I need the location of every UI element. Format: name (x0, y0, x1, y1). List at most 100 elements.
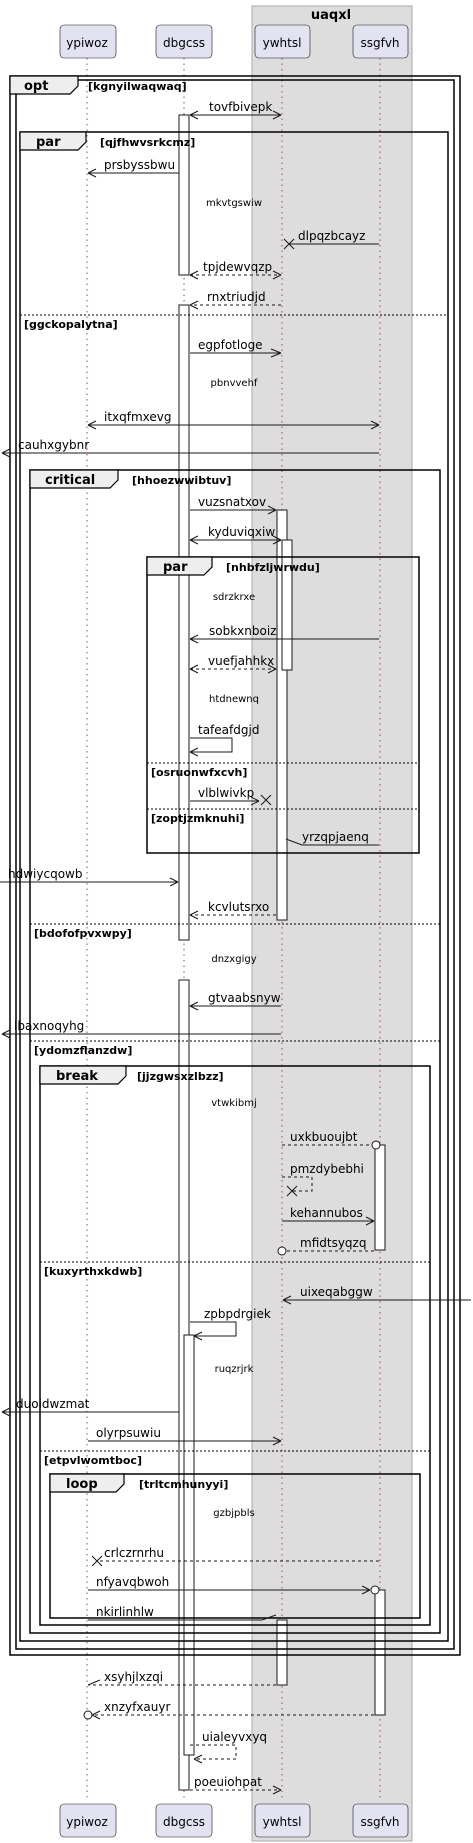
fragment-loop (49, 1473, 421, 1619)
participant-dbgcss[interactable]: dbgcss (155, 24, 213, 59)
message-mfidtsyqzq[interactable]: mfidtsyqzq (277, 1236, 374, 1256)
svg-text:lbaxnoqyhg: lbaxnoqyhg (14, 1019, 84, 1033)
svg-text:vlblwivkp: vlblwivkp (198, 786, 254, 800)
participant-label: dbgcss (163, 36, 205, 50)
svg-text:cauhxgybnr: cauhxgybnr (18, 438, 89, 452)
fragment-else-guard: [zoptjzmknuhi] (151, 812, 244, 825)
divider-label: gzbjpbls (213, 1508, 254, 1519)
message-nfyavqbwoh[interactable]: nfyavqbwoh (88, 1575, 380, 1595)
fragment-opt-inner (15, 79, 455, 1650)
message-dlpqzbcayz[interactable]: dlpqzbcayz (283, 229, 379, 250)
divider-label: mkvtgswiw (206, 198, 262, 209)
svg-text:nfyavqbwoh: nfyavqbwoh (96, 1575, 169, 1589)
message-kehannubos[interactable]: kehannubos (282, 1206, 375, 1226)
svg-text:yrzqpjaenq: yrzqpjaenq (302, 830, 369, 844)
fragment-else-guard: [etpvlwomtboc] (44, 1454, 142, 1467)
message-uialeyvxyq[interactable]: uialeyvxyq (190, 1730, 267, 1764)
participant-label: ywhtsl (263, 36, 302, 50)
svg-text:xsyhjlxzqi: xsyhjlxzqi (104, 1670, 163, 1684)
divider-label: vtwkibmj (211, 1098, 256, 1109)
fragment-guard: [qjfhwvsrkcmz] (100, 136, 195, 149)
activation-bar (281, 539, 293, 671)
message-nkirlinhlw[interactable]: nkirlinhlw (88, 1605, 277, 1621)
message-cauhxgybnr[interactable]: cauhxgybnr (1, 438, 379, 458)
svg-text:duoidwzmat: duoidwzmat (16, 1397, 90, 1411)
message-kcvlutsrxo[interactable]: kcvlutsrxo (189, 900, 276, 920)
participant-label: ssgfvh (360, 36, 399, 50)
fragment-tab-opt: opt (9, 75, 79, 95)
message-olyrpsuwiu[interactable]: olyrpsuwiu (88, 1426, 282, 1446)
fragment-tab-loop: loop (49, 1473, 125, 1493)
fragment-guard: [nhbfzljwrwdu] (226, 561, 320, 574)
fragment-par (19, 131, 449, 1642)
svg-text:rnxtriudjd: rnxtriudjd (207, 290, 266, 304)
message-tafeafdgjd[interactable]: tafeafdgjd (189, 723, 259, 757)
svg-text:uixeqabggw: uixeqabggw (300, 1285, 373, 1299)
message-xsyhjlxzqi[interactable]: xsyhjlxzqi (87, 1670, 276, 1686)
activation-bar (276, 1619, 288, 1686)
message-hdwiycqowb[interactable]: hdwiycqowb (0, 867, 179, 887)
message-itxqfmxevg[interactable]: itxqfmxevg (87, 410, 380, 430)
activation-bar (276, 509, 288, 921)
svg-text:kehannubos: kehannubos (290, 1206, 363, 1220)
fragment-else-guard: [kuxyrthxkdwb] (44, 1265, 142, 1278)
participant-ywhtsl-bottom[interactable]: ywhtsl (254, 1803, 311, 1838)
svg-text:nkirlinhlw: nkirlinhlw (96, 1605, 154, 1619)
svg-text:pmzdybebhi: pmzdybebhi (290, 1162, 364, 1176)
fragment-guard: [trltcmhunyyi] (139, 1478, 228, 1491)
message-gtvaabsnyw[interactable]: gtvaabsnyw (189, 991, 281, 1011)
svg-text:uxkbuoujbt: uxkbuoujbt (290, 1130, 358, 1144)
message-egpfotloge[interactable]: egpfotloge (190, 338, 282, 358)
message-rnxtriudjd[interactable]: rnxtriudjd (189, 290, 281, 310)
participant-group-title: uaqxl (311, 8, 351, 23)
message-sobkxnboiz[interactable]: sobkxnboiz (189, 624, 379, 644)
participant-ypiwoz-bottom[interactable]: ypiwoz (59, 1803, 117, 1838)
participant-ypiwoz[interactable]: ypiwoz (59, 24, 117, 59)
message-yrzqpjaenq[interactable]: yrzqpjaenq (285, 830, 379, 846)
activation-bar (374, 1589, 386, 1716)
message-uixeqabggw[interactable]: uixeqabggw (282, 1285, 471, 1305)
message-tpjdewvqzp[interactable]: tpjdewvqzp (189, 260, 282, 280)
message-xnzyfxauyr[interactable]: xnzyfxauyr (83, 1700, 374, 1720)
fragment-else-guard: [ggckopalytna] (24, 318, 118, 331)
divider-label: ruqzrjrk (215, 1364, 254, 1375)
svg-text:opt: opt (24, 79, 48, 94)
message-crlczrnrhu[interactable]: crlczrnrhu (91, 1546, 379, 1567)
svg-text:mfidtsyqzq: mfidtsyqzq (300, 1236, 366, 1250)
svg-text:zpbpdrgiek: zpbpdrgiek (204, 1307, 271, 1321)
message-vuefjahhkx[interactable]: vuefjahhkx (189, 654, 277, 674)
message-pmzdybebhi[interactable]: pmzdybebhi (282, 1162, 364, 1197)
participant-label: ypiwoz (66, 1815, 108, 1829)
svg-text:break: break (56, 1069, 98, 1084)
svg-text:tafeafdgjd: tafeafdgjd (198, 723, 259, 737)
svg-text:xnzyfxauyr: xnzyfxauyr (104, 1700, 170, 1714)
message-prsbyssbwu[interactable]: prsbyssbwu (87, 158, 179, 178)
message-poeuiohpat[interactable]: poeuiohpat (190, 1775, 282, 1795)
message-vlblwivkp[interactable]: vlblwivkp (190, 786, 272, 806)
svg-text:tovfbivepk: tovfbivepk (209, 100, 272, 114)
participant-ssgfvh-bottom[interactable]: ssgfvh (352, 1803, 409, 1838)
participant-ssgfvh[interactable]: ssgfvh (352, 24, 409, 59)
svg-text:prsbyssbwu: prsbyssbwu (104, 158, 175, 172)
message-zpbpdrgiek[interactable]: zpbpdrgiek (190, 1307, 271, 1341)
message-kyduviqxiw[interactable]: kyduviqxiw (189, 525, 282, 545)
fragment-tab-break: break (39, 1065, 127, 1085)
fragment-else-guard: [osruonwfxcvh] (151, 766, 247, 779)
participant-dbgcss-bottom[interactable]: dbgcss (155, 1803, 213, 1838)
message-tovfbivepk[interactable]: tovfbivepk (189, 100, 282, 120)
participant-ywhtsl[interactable]: ywhtsl (254, 24, 311, 59)
svg-text:crlczrnrhu: crlczrnrhu (104, 1546, 164, 1560)
fragment-tab-par: par (19, 131, 87, 151)
svg-text:kcvlutsrxo: kcvlutsrxo (208, 900, 269, 914)
message-vuzsnatxov[interactable]: vuzsnatxov (190, 495, 277, 515)
fragment-opt (9, 75, 461, 1656)
svg-text:vuefjahhkx: vuefjahhkx (208, 654, 274, 668)
svg-text:par: par (36, 135, 61, 150)
message-duoidwzmat[interactable]: duoidwzmat (1, 1397, 179, 1417)
fragment-tab-par-nested: par (146, 556, 213, 576)
message-lbaxnoqyhg[interactable]: lbaxnoqyhg (1, 1019, 281, 1039)
message-uxkbuoujbt[interactable]: uxkbuoujbt (282, 1130, 381, 1150)
fragment-break (39, 1065, 431, 1626)
svg-text:sobkxnboiz: sobkxnboiz (209, 624, 276, 638)
fragment-par-nested (146, 556, 420, 854)
